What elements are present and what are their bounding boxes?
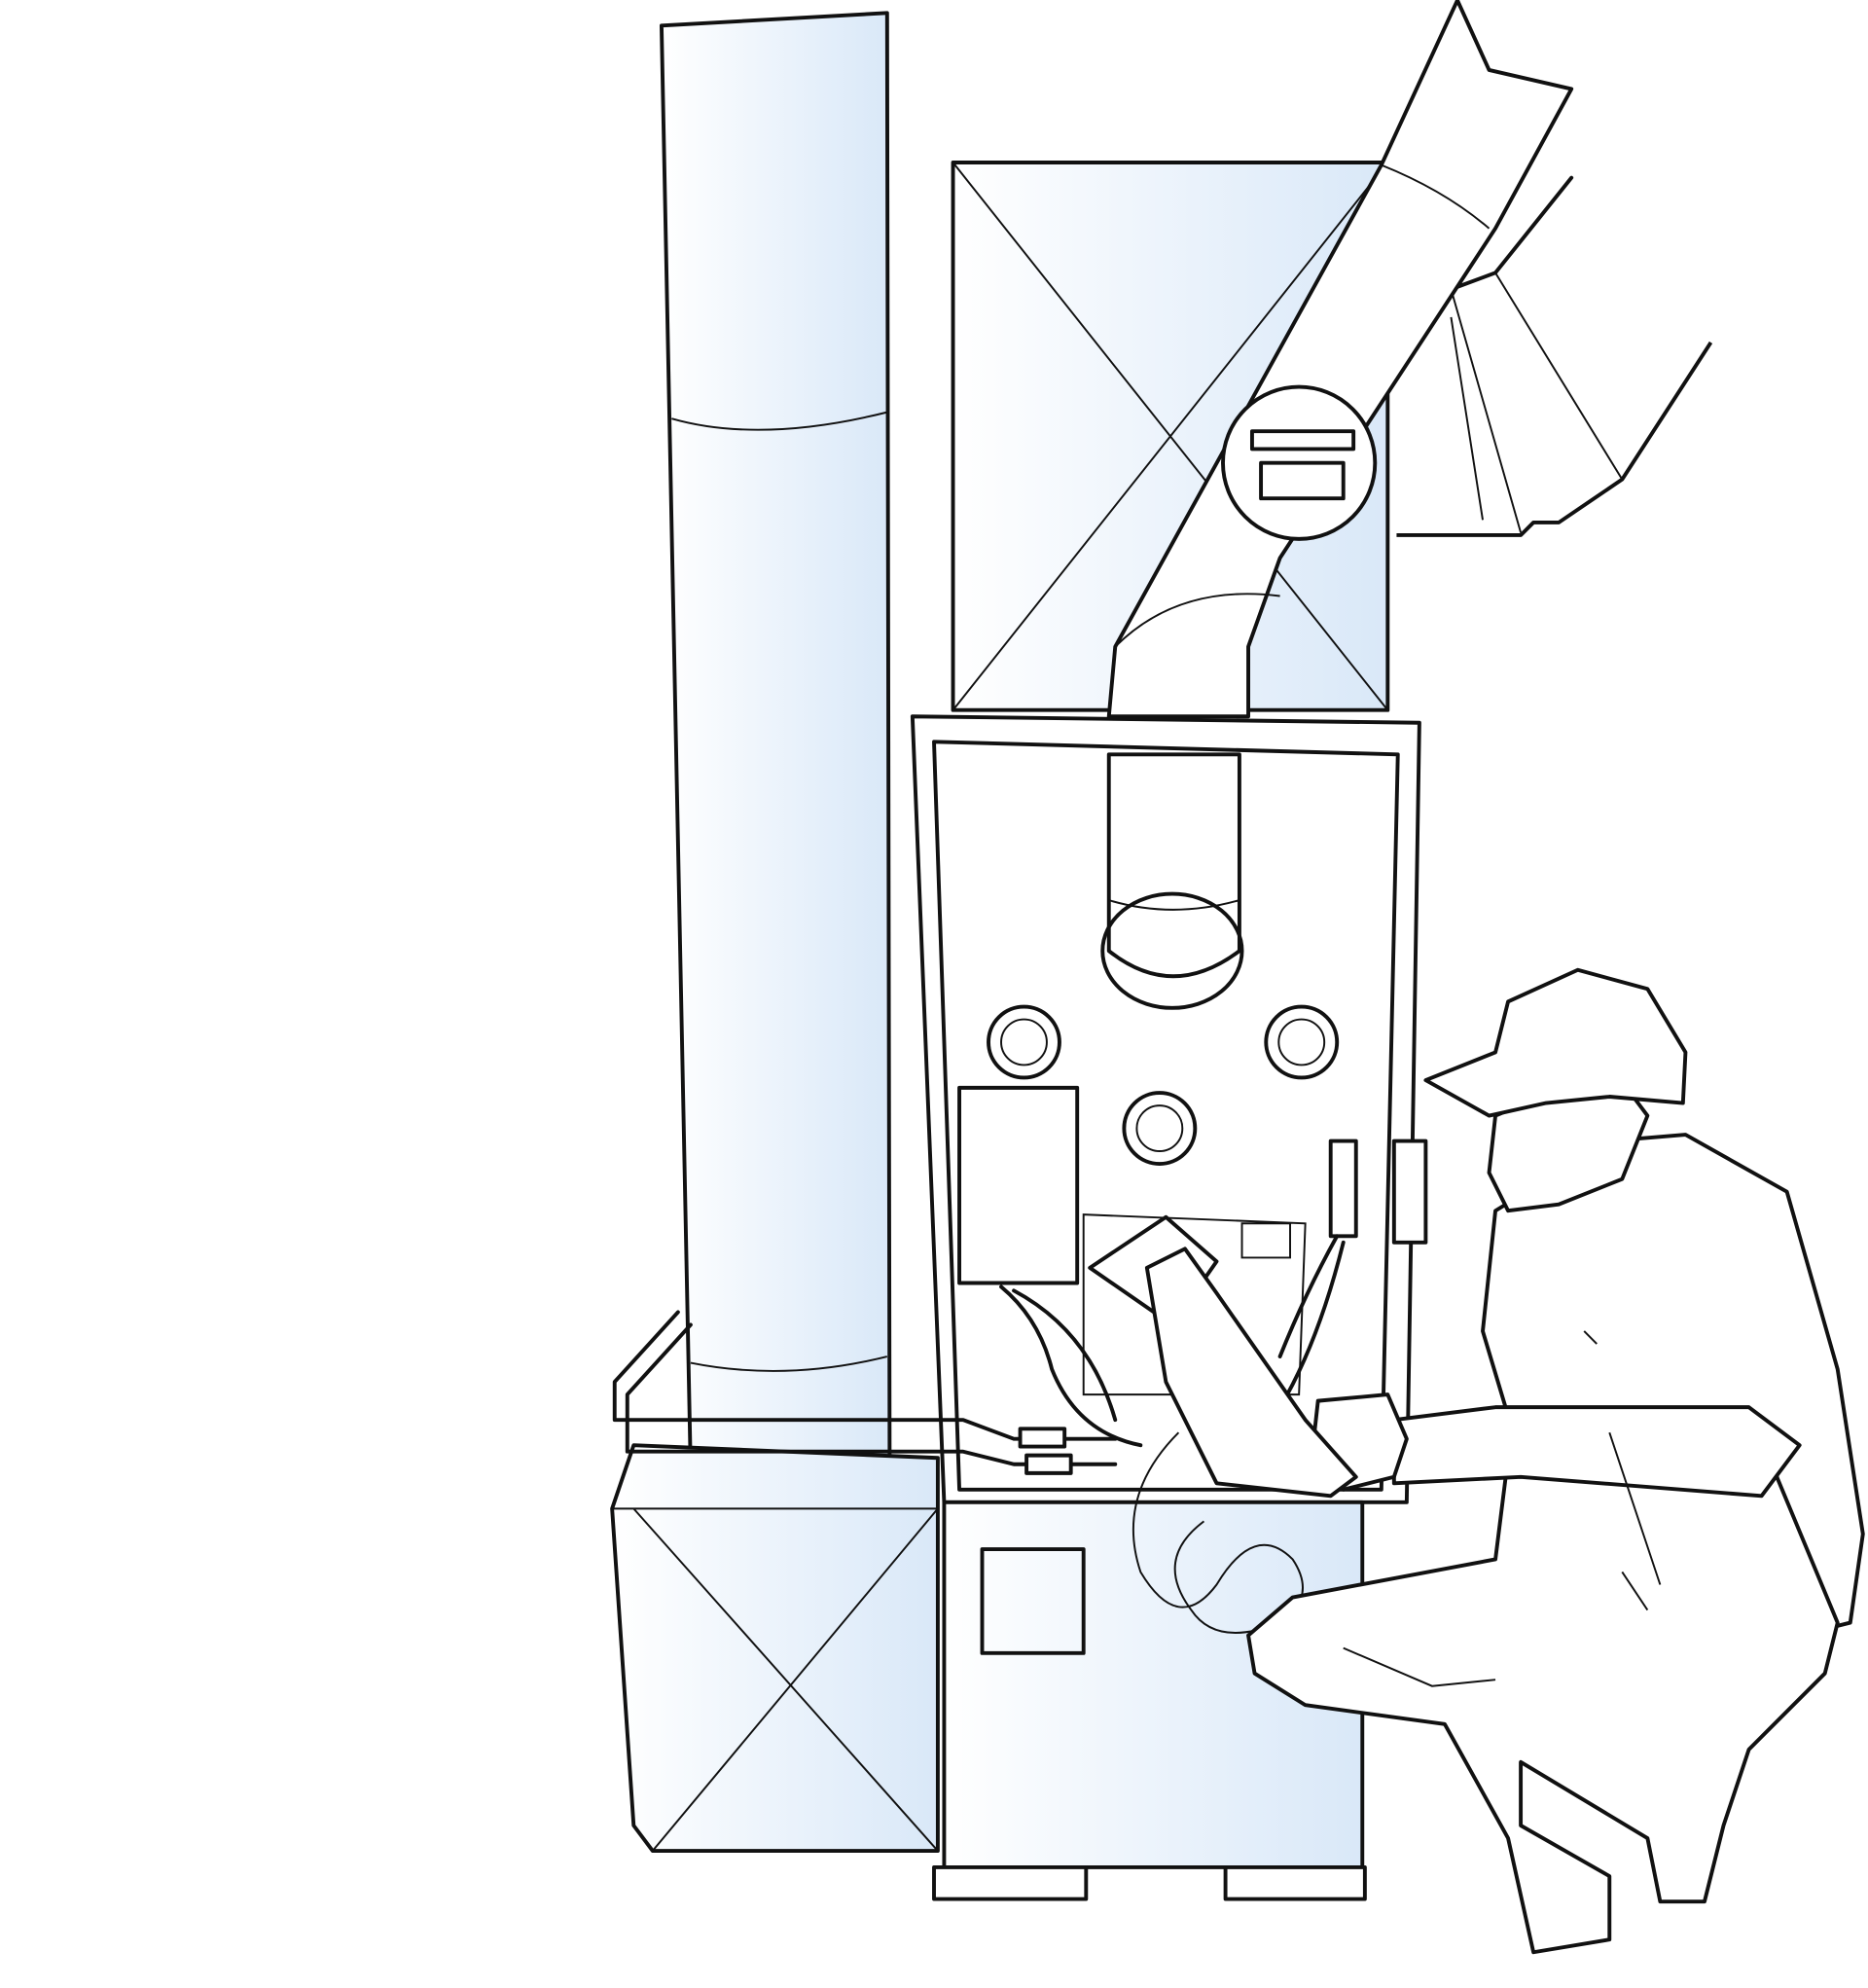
gas-line	[612, 1310, 1118, 1475]
legs	[1246, 1456, 1840, 1955]
diagonal-vent-duct	[1106, 0, 1574, 719]
side-ductwork	[1396, 175, 1713, 537]
panel-door	[1144, 1247, 1358, 1499]
cap-icon	[1423, 967, 1688, 1118]
ports	[987, 1004, 1340, 1166]
control-box	[957, 1085, 1080, 1285]
technician	[1144, 967, 1865, 1955]
return-pipe	[659, 11, 895, 1482]
return-box	[610, 1443, 940, 1853]
arms	[1391, 1405, 1802, 1499]
